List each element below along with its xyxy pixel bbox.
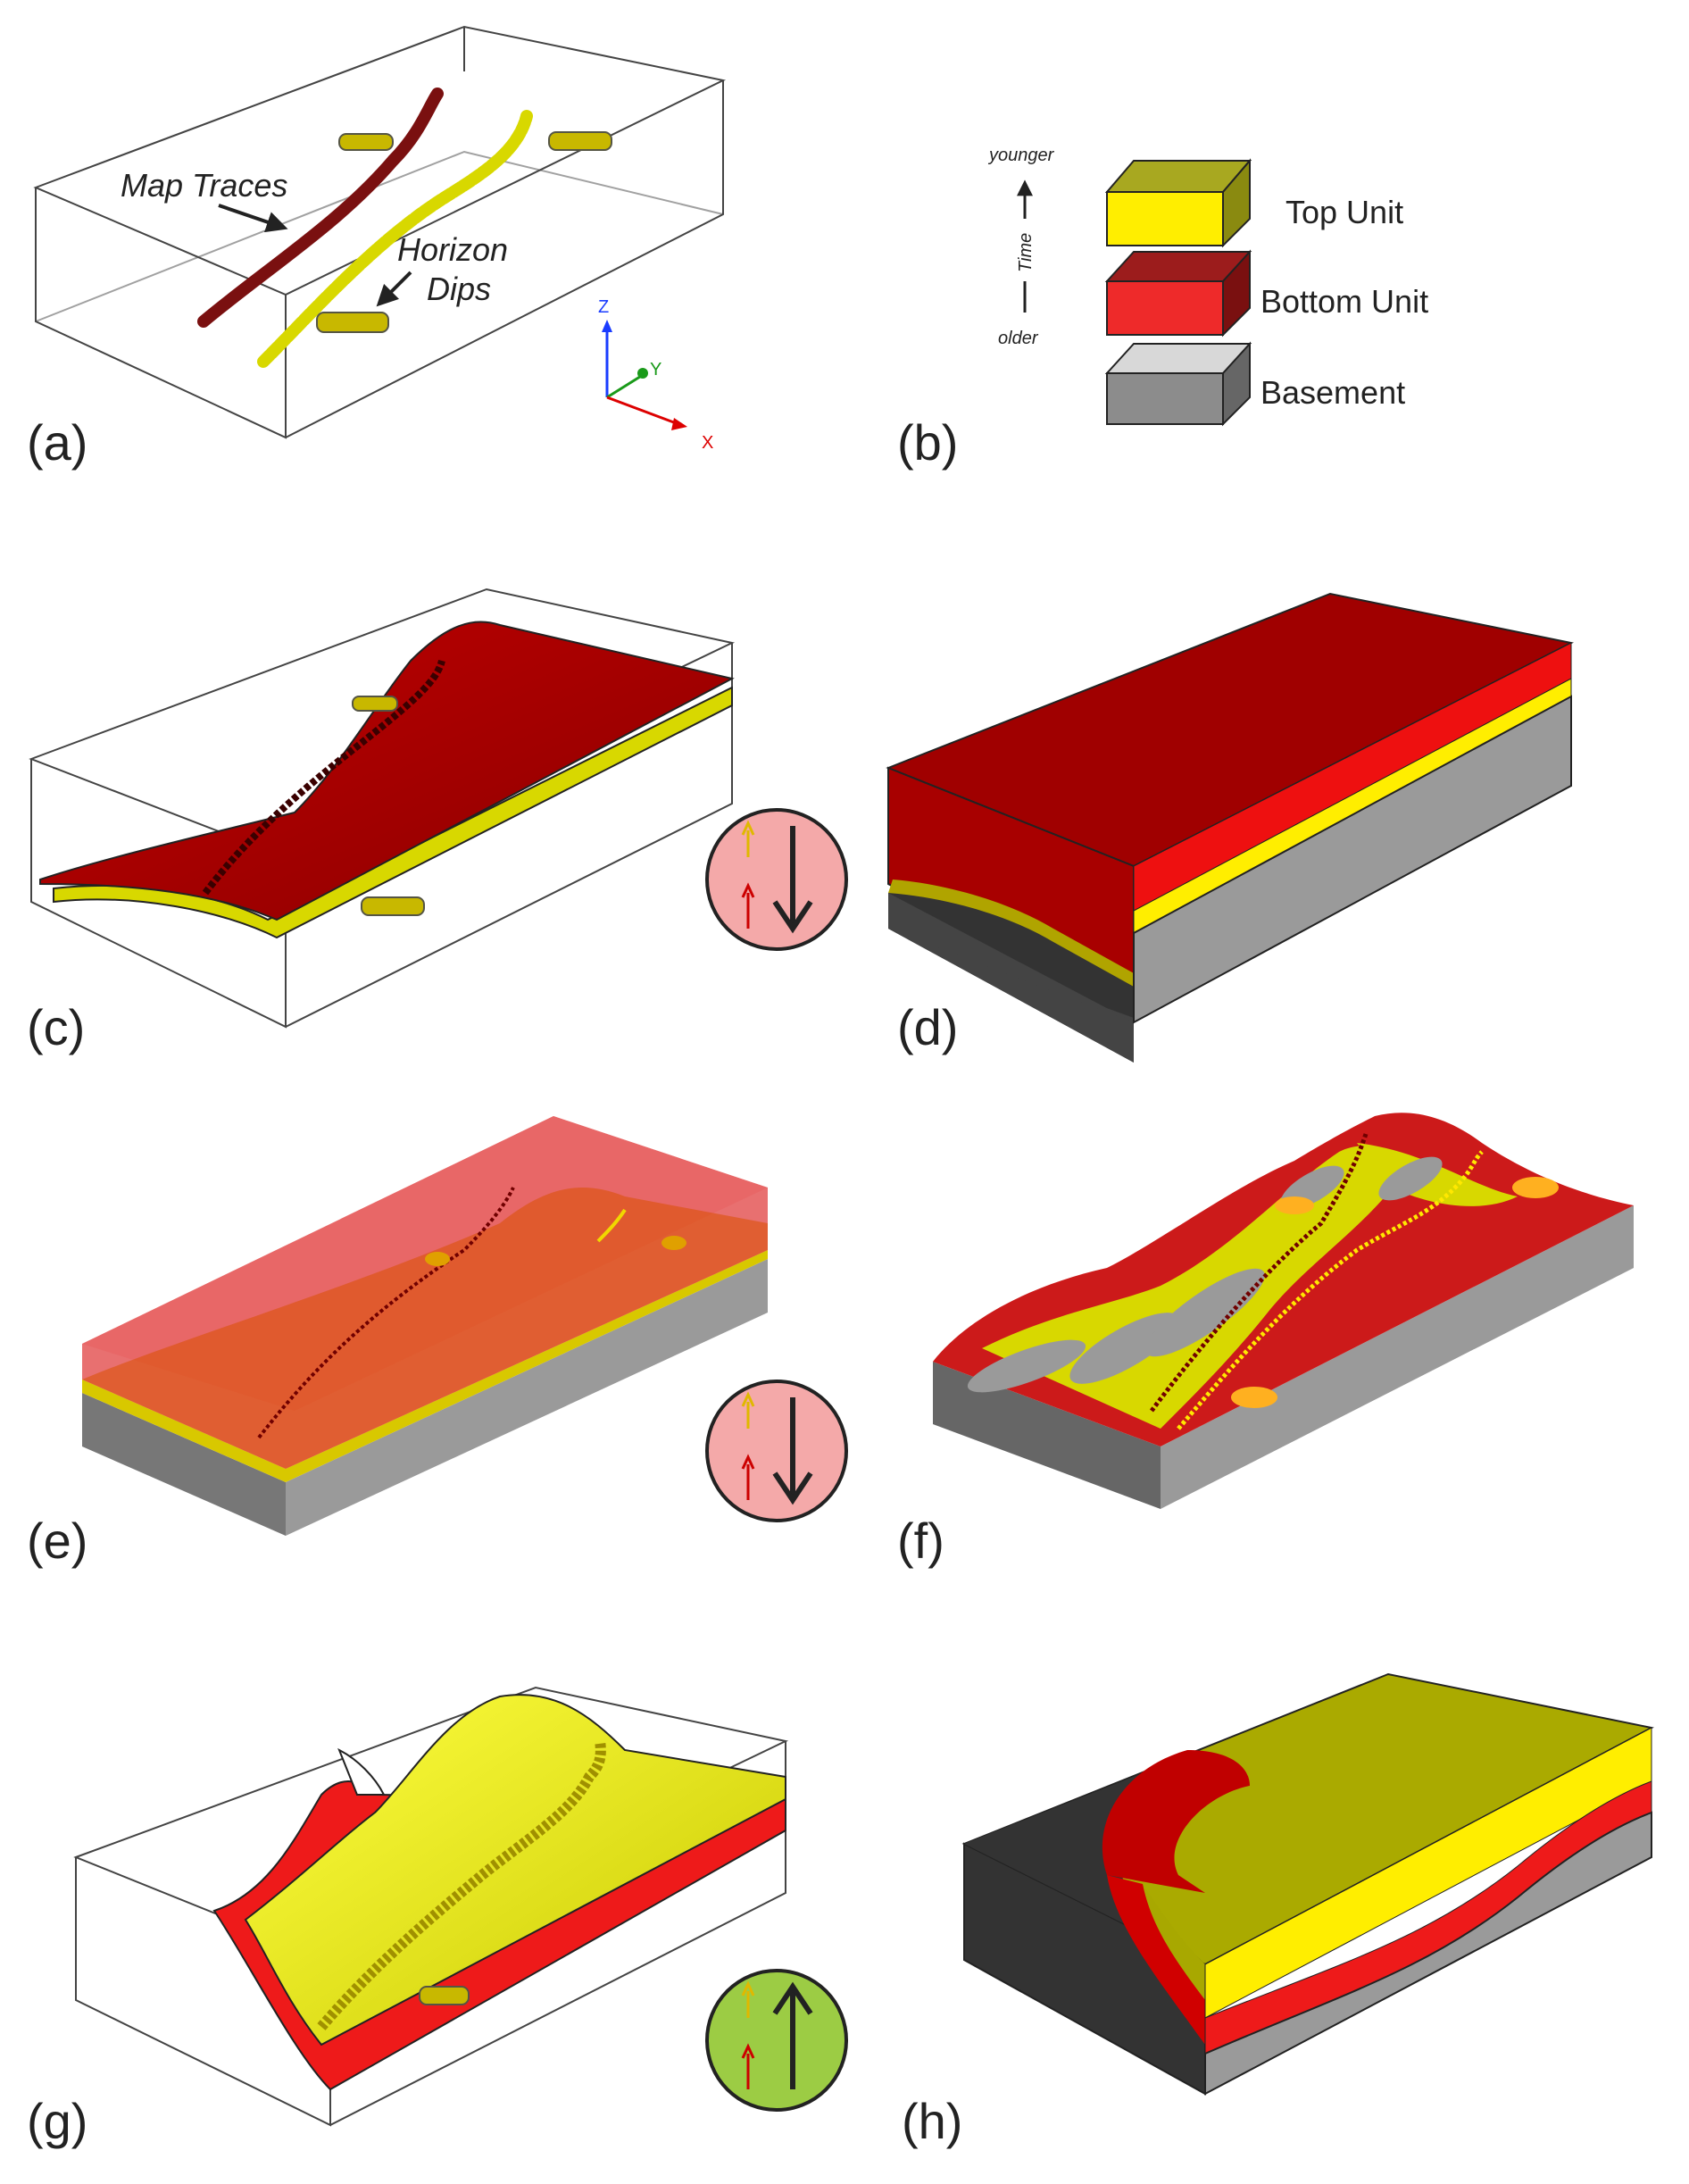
panel-d: (d) — [886, 592, 1575, 1063]
map-traces-label: Map Traces — [121, 167, 287, 204]
map-trace-yellow — [596, 1208, 627, 1243]
legend-top-unit: Top Unit — [1104, 158, 1403, 248]
time-label: Time — [1016, 233, 1036, 272]
bottom-unit-surface — [39, 621, 735, 921]
panel-e: (e) — [27, 1116, 848, 1569]
dip-marker — [1275, 1196, 1314, 1214]
map-trace-red — [1150, 1133, 1369, 1413]
map-trace-yellow — [317, 1740, 606, 2030]
axis-z-label: Z — [598, 297, 609, 317]
panel-c: (c) — [27, 588, 848, 1055]
panel-c-label: (c) — [27, 999, 85, 1055]
top-unit-label: Top Unit — [1285, 194, 1403, 230]
panel-b-label: (b) — [897, 414, 958, 471]
block-right-basement — [1133, 695, 1572, 1024]
map-trace-yellow — [1177, 1150, 1484, 1430]
dip-marker — [361, 896, 425, 916]
panel-a-label: (a) — [27, 414, 87, 471]
panel-g-label: (g) — [27, 2093, 87, 2149]
panel-f-label: (f) — [897, 1513, 944, 1569]
older-label: older — [998, 329, 1039, 348]
down-arrow-badge-icon — [705, 1380, 848, 1522]
basement-label: Basement — [1261, 374, 1405, 411]
axis-triad: Z Y X — [598, 297, 713, 453]
top-unit-surface — [244, 1694, 786, 2046]
dip-marker — [352, 696, 398, 712]
panel-b: younger Time older Top Unit Bottom Unit … — [897, 146, 1428, 471]
legend-bottom-unit: Bottom Unit — [1104, 249, 1428, 338]
panel-a: Map Traces Horizon Dips Z Y X (a) — [27, 25, 727, 471]
dip-marker — [419, 1986, 470, 2005]
dip-marker — [316, 312, 389, 333]
axis-x-label: X — [702, 433, 713, 453]
basement-right-face — [286, 1259, 768, 1536]
inner-surface — [82, 1188, 768, 1469]
basement-left-face — [933, 1362, 1161, 1509]
panel-h-label: (h) — [902, 2093, 962, 2149]
dip-marker — [1512, 1177, 1559, 1198]
panel-h: (h) — [902, 1672, 1654, 2149]
panel-g: (g) — [27, 1686, 848, 2149]
axis-y-label: Y — [650, 360, 661, 379]
up-arrow-badge-icon — [705, 1969, 848, 2112]
basement-left-face — [82, 1393, 286, 1536]
map-trace-yellow — [257, 110, 533, 368]
horizon-label: Horizon — [397, 231, 508, 268]
eroded-basement — [1378, 1156, 1443, 1201]
eroded-basement — [967, 1339, 1086, 1393]
basement-right-face — [1161, 1205, 1634, 1509]
dip-marker — [338, 133, 394, 151]
eroded-basement — [1145, 1268, 1265, 1357]
panel-d-label: (d) — [897, 999, 958, 1055]
wireframe-box — [33, 25, 727, 439]
block-right-basement — [1204, 1811, 1652, 2096]
dip-marker — [548, 131, 612, 151]
red-outcrop — [1102, 1750, 1250, 1893]
map-trace-red — [202, 659, 445, 896]
map-trace-red — [257, 1187, 515, 1439]
map-traces-arrow — [218, 204, 288, 233]
younger-label: younger — [987, 146, 1055, 165]
dip-marker — [661, 1236, 686, 1250]
panel-e-label: (e) — [27, 1513, 87, 1569]
legend-basement: Basement — [1104, 341, 1405, 427]
eroded-basement — [1069, 1313, 1180, 1384]
down-arrow-badge-icon — [705, 808, 848, 951]
panel-f: (f) — [897, 1113, 1634, 1569]
dips-label: Dips — [427, 271, 491, 307]
horizon-dips-arrow — [376, 271, 412, 307]
map-trace-red — [197, 88, 444, 328]
bottom-unit-label: Bottom Unit — [1261, 283, 1428, 320]
dip-marker — [425, 1252, 450, 1266]
dip-marker — [1231, 1387, 1277, 1408]
